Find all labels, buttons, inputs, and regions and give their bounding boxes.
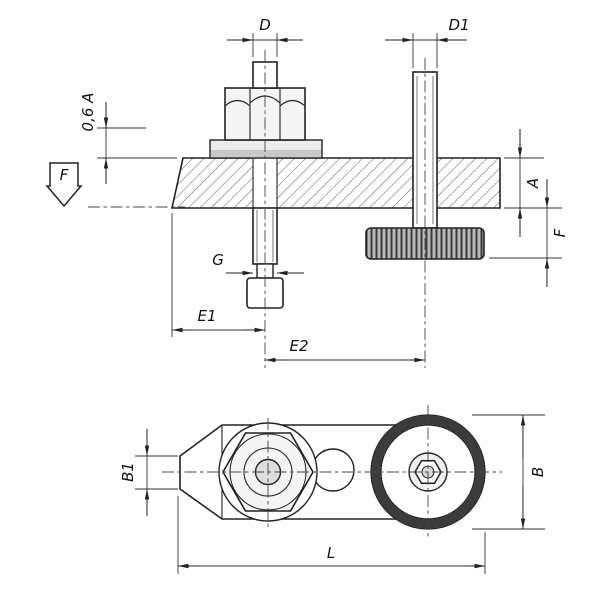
dim-label-f: F	[551, 228, 569, 237]
dim-label-l: L	[327, 544, 335, 562]
clamp-bar-section	[171, 157, 501, 209]
dim-label-a: A	[524, 178, 542, 189]
side-view-dimensions: D D1 0,6 A A F G	[79, 16, 569, 363]
top-view-dimensions: B1 B L	[119, 414, 547, 574]
slot-hole	[311, 448, 355, 492]
force-label: F	[60, 166, 69, 184]
dim-label-e2: E2	[289, 337, 308, 355]
dim-label-d1: D1	[448, 16, 469, 34]
side-view: F	[45, 50, 501, 368]
dim-label-b1: B1	[119, 462, 137, 482]
dim-label-g: G	[212, 251, 224, 269]
washer-shade	[211, 150, 321, 157]
top-view	[162, 405, 502, 540]
dim-label-b: B	[529, 467, 547, 477]
dim-label-d: D	[259, 16, 271, 34]
force-arrow	[45, 162, 83, 208]
dim-label-06a: 0,6 A	[79, 93, 97, 132]
dim-label-e1: E1	[197, 307, 216, 325]
